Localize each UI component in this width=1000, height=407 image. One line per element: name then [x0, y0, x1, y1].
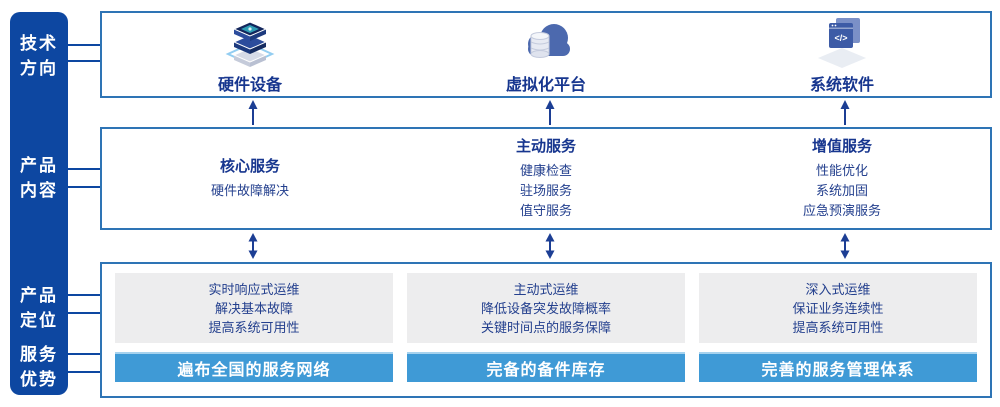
- service-title: 核心服务: [219, 158, 280, 175]
- connector-line: [68, 312, 100, 314]
- tech-direction-box: 硬件设备 虚拟化平台: [100, 11, 992, 98]
- sidebar-label-line: 服务: [20, 345, 58, 364]
- positioning-line: 实时响应式运维: [208, 281, 300, 297]
- sidebar-item-product-positioning: 产品 定位: [10, 283, 68, 333]
- up-arrow: [840, 100, 850, 125]
- double-arrow: [545, 233, 555, 259]
- service-item: 健康检查: [519, 163, 572, 178]
- positioning-line: 深入式运维: [805, 281, 871, 297]
- service-item: 硬件故障解决: [210, 183, 289, 198]
- service-title: 增值服务: [811, 138, 872, 155]
- advantage-banner: 完备的备件库存: [407, 352, 685, 382]
- service-item: 值守服务: [519, 203, 572, 218]
- service-item: 系统加固: [815, 183, 868, 198]
- tech-item-label: 系统软件: [809, 77, 874, 94]
- connector-line: [68, 168, 100, 170]
- sidebar: 技术 方向 产品 内容 产品 定位 服务 优势: [10, 12, 68, 395]
- code-window-icon: </>: [812, 14, 872, 68]
- sidebar-label-line: 定位: [20, 311, 58, 330]
- positioning-line: 主动式运维: [513, 281, 579, 297]
- positioning-line: 提高系统可用性: [792, 319, 884, 335]
- connector-line: [68, 186, 100, 188]
- connector-line: [68, 60, 100, 62]
- sidebar-label-line: 产品: [20, 286, 58, 305]
- tech-item-system-software: </> 系统软件: [694, 13, 990, 96]
- sidebar-label-line: 优势: [20, 370, 58, 389]
- cloud-database-icon: [514, 14, 578, 68]
- sidebar-label-line: 内容: [20, 181, 58, 200]
- server-stack-icon: [222, 14, 278, 68]
- positioning-line: 关键时间点的服务保障: [480, 319, 611, 335]
- positioning-column: 深入式运维 保证业务连续性 提高系统可用性 完善的服务管理体系: [699, 273, 977, 382]
- sidebar-item-service-advantage: 服务 优势: [10, 342, 68, 392]
- tech-item-label: 虚拟化平台: [505, 77, 586, 94]
- up-arrow: [545, 100, 555, 125]
- service-column-value-added: 增值服务 性能优化 系统加固 应急预演服务: [694, 129, 990, 228]
- positioning-text-box: 深入式运维 保证业务连续性 提高系统可用性: [699, 273, 977, 343]
- connector-line: [68, 371, 100, 373]
- service-column-proactive: 主动服务 健康检查 驻场服务 值守服务: [398, 129, 694, 228]
- sidebar-item-product-content: 产品 内容: [10, 153, 68, 203]
- double-arrow: [840, 233, 850, 259]
- positioning-box: 实时响应式运维 解决基本故障 提高系统可用性 遍布全国的服务网络 主动式运维 降…: [100, 262, 992, 398]
- tech-item-label: 硬件设备: [217, 77, 282, 94]
- up-arrow: [248, 100, 258, 125]
- positioning-column: 主动式运维 降低设备突发故障概率 关键时间点的服务保障 完备的备件库存: [407, 273, 685, 382]
- sidebar-label-line: 产品: [20, 156, 58, 175]
- advantage-banner: 完善的服务管理体系: [699, 352, 977, 382]
- service-column-core: 核心服务 硬件故障解决: [102, 129, 398, 228]
- tech-item-virtualization: 虚拟化平台: [398, 13, 694, 96]
- service-item: 驻场服务: [519, 183, 572, 198]
- product-content-box: 核心服务 硬件故障解决 主动服务 健康检查 驻场服务 值守服务 增值服务 性能优…: [100, 127, 992, 230]
- service-item: 应急预演服务: [802, 203, 881, 218]
- connector-line: [68, 353, 100, 355]
- sidebar-label-line: 方向: [20, 59, 58, 78]
- positioning-column: 实时响应式运维 解决基本故障 提高系统可用性 遍布全国的服务网络: [115, 273, 393, 382]
- connector-line: [68, 44, 100, 46]
- connector-line: [68, 294, 100, 296]
- service-title: 主动服务: [515, 138, 576, 155]
- positioning-line: 解决基本故障: [214, 300, 293, 316]
- positioning-line: 降低设备突发故障概率: [480, 300, 611, 316]
- positioning-text-box: 主动式运维 降低设备突发故障概率 关键时间点的服务保障: [407, 273, 685, 343]
- positioning-line: 保证业务连续性: [792, 300, 884, 316]
- double-arrow: [248, 233, 258, 259]
- tech-item-hardware: 硬件设备: [102, 13, 398, 96]
- advantage-banner: 遍布全国的服务网络: [115, 352, 393, 382]
- positioning-line: 提高系统可用性: [208, 319, 300, 335]
- positioning-text-box: 实时响应式运维 解决基本故障 提高系统可用性: [115, 273, 393, 343]
- service-item: 性能优化: [815, 163, 868, 178]
- sidebar-item-tech-direction: 技术 方向: [10, 31, 68, 81]
- svg-text:</>: </>: [834, 33, 847, 43]
- sidebar-label-line: 技术: [20, 34, 58, 53]
